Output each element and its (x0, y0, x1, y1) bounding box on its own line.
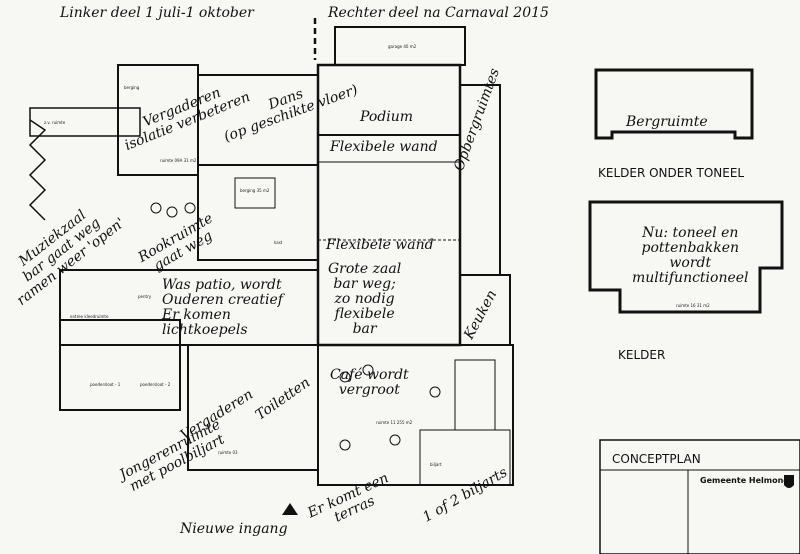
bar-counter (454, 359, 496, 431)
room-tag-zv: z.v. ruimte (44, 120, 66, 125)
basement-under-stage-outline (594, 68, 754, 140)
room-tag-biljart: biljart (430, 462, 442, 467)
gemeente-logo (784, 475, 794, 488)
table-symbol (339, 371, 351, 383)
gemeente-label: Gemeente Helmond (700, 476, 790, 485)
table-symbol (429, 386, 441, 398)
toneel-label: Nu: toneel en pottenbakken wordt multifu… (632, 225, 749, 286)
grote-zaal-label: Grote zaal bar weg; zo nodig flexibele b… (328, 261, 402, 337)
title-block (599, 439, 800, 554)
flex-wall-top-label: Flexibele wand (330, 139, 438, 155)
banner-left: Linker deel 1 juli-1 oktober (60, 5, 254, 21)
table-symbol (184, 202, 196, 214)
room-tag-poedersloot-1: poedersloot - 1 (90, 382, 121, 387)
basement-outline (588, 200, 784, 314)
room-tag-poedersloot-2: poedersloot - 2 (140, 382, 171, 387)
cafe-room (317, 344, 514, 486)
bergruimte-label: Bergruimte (626, 114, 708, 130)
cafe-label: Café wordt vergroot (330, 367, 409, 398)
middle-block (197, 164, 319, 261)
podium-label: Podium (360, 109, 414, 125)
room-tag-berging-35: berging 35 m2 (240, 188, 270, 193)
left-strip (29, 107, 141, 137)
room-tag-berging: berging (124, 85, 140, 90)
room-tag-entree: entree kleedruimte (70, 314, 109, 319)
kelder-onder-toneel-title: KELDER ONDER TONEEL (598, 166, 745, 180)
kelder-title: KELDER (618, 348, 666, 362)
room-tag-kast: kast (274, 240, 283, 245)
room-tag-09a: ruimte 09A 31 m2 (160, 158, 197, 163)
berging-room (234, 177, 276, 209)
zigzag-wall (28, 119, 47, 221)
entrance-arrow (282, 503, 298, 515)
nieuwe-ingang-label: Nieuwe ingang (180, 521, 288, 537)
room-tag-cafe: ruimte 11 255 m2 (376, 420, 413, 425)
poedersloot-block (59, 319, 181, 411)
room-tag-garage: garage 40 m2 (388, 44, 417, 49)
was-patio-label: Was patio, wordt Ouderen creatief Er kom… (162, 277, 283, 338)
table-symbol (339, 439, 351, 451)
room-tag-pentry: pentry (138, 294, 152, 299)
table-symbol (389, 434, 401, 446)
table-symbol (166, 206, 178, 218)
table-symbol (362, 364, 374, 376)
entry-block (419, 429, 511, 486)
room-tag-kelder-16: ruimte 16 31 m2 (676, 303, 710, 308)
table-symbol (150, 202, 162, 214)
conceptplan-title: CONCEPTPLAN (612, 452, 701, 466)
banner-right: Rechter deel na Carnaval 2015 (328, 5, 549, 21)
flex-wall-mid-label: Flexibele wand (326, 237, 434, 253)
room-tag-ruimte-03: ruimte 03 (218, 450, 238, 455)
